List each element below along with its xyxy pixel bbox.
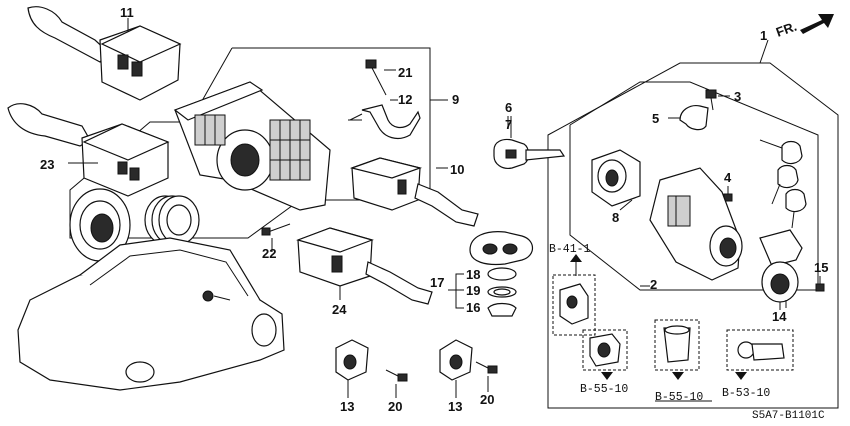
callout-17: 17 [430,275,444,290]
callout-20-left: 20 [388,399,402,414]
callout-24: 24 [332,302,347,317]
callout-6: 6 [505,100,512,115]
part-ignition-upper-components [591,89,733,207]
callout-9: 9 [452,92,459,107]
part-ignition-keys [759,139,807,229]
callout-2: 2 [650,277,657,292]
vehicle-outline [17,237,285,391]
ref-b-41-1: B-41-1 [549,243,591,256]
arrow-down-icon [735,372,747,380]
reference-labels: B-41-1 B-55-10 B-55-10 B-53-10 [549,243,770,404]
callout-23: 23 [40,157,54,172]
part-cable-reel-rings [69,188,200,262]
arrow-up-icon [570,254,582,262]
callout-19: 19 [466,283,480,298]
leader-lines [348,116,787,308]
callout-14: 14 [772,309,787,324]
callout-11: 11 [120,5,134,20]
callout-7: 7 [505,117,512,132]
part-wiper-switch-right [349,157,479,227]
ref-b-55-10-left: B-55-10 [580,383,628,396]
callout-21: 21 [398,65,412,80]
part-remote-and-buttons [448,231,534,317]
part-ignition-lock-body [649,167,743,281]
part-screw-20-left [385,369,408,398]
callout-4: 4 [724,170,732,185]
part-cylinder-13-left [335,339,369,398]
arrow-down-icon [601,372,613,380]
ignition-switch-frame [547,39,839,409]
callout-5: 5 [652,111,659,126]
part-combination-switch-body [173,81,331,211]
arrow-right-icon [800,14,834,34]
callout-13-right: 13 [448,399,462,414]
part-turn-signal-switch [7,103,170,197]
callout-1: 1 [760,28,767,43]
part-screw-20-right [475,361,498,392]
part-lock-cylinder [759,229,825,310]
callout-8: 8 [612,210,619,225]
callout-10: 10 [450,162,464,177]
direction-label: FR. [774,19,799,40]
part-screw-22 [261,223,291,252]
ref-b-53-10: B-53-10 [722,387,770,400]
arrow-down-icon [672,372,684,380]
callout-18: 18 [466,267,480,282]
callout-13-left: 13 [340,399,354,414]
callout-15: 15 [814,260,828,275]
callout-12: 12 [398,92,412,107]
callout-3: 3 [734,89,741,104]
part-cylinder-13-right [439,339,473,398]
callout-20-right: 20 [480,392,494,407]
part-wiper-switch-upper [27,6,182,101]
part-subassembly-boxes [552,274,794,371]
part-screw-and-bracket [349,59,421,139]
front-direction-indicator: FR. [774,14,834,40]
callout-22: 22 [262,246,276,261]
callout-16: 16 [466,300,480,315]
part-key [493,116,566,169]
ref-b-55-10-right: B-55-10 [655,391,703,404]
diagram-code: S5A7-B1101C [752,410,825,422]
reference-arrows [570,254,747,380]
callout-numbers: 11 23 21 12 9 10 22 24 6 7 17 18 19 16 1… [40,5,828,414]
part-lighting-switch [296,227,433,305]
